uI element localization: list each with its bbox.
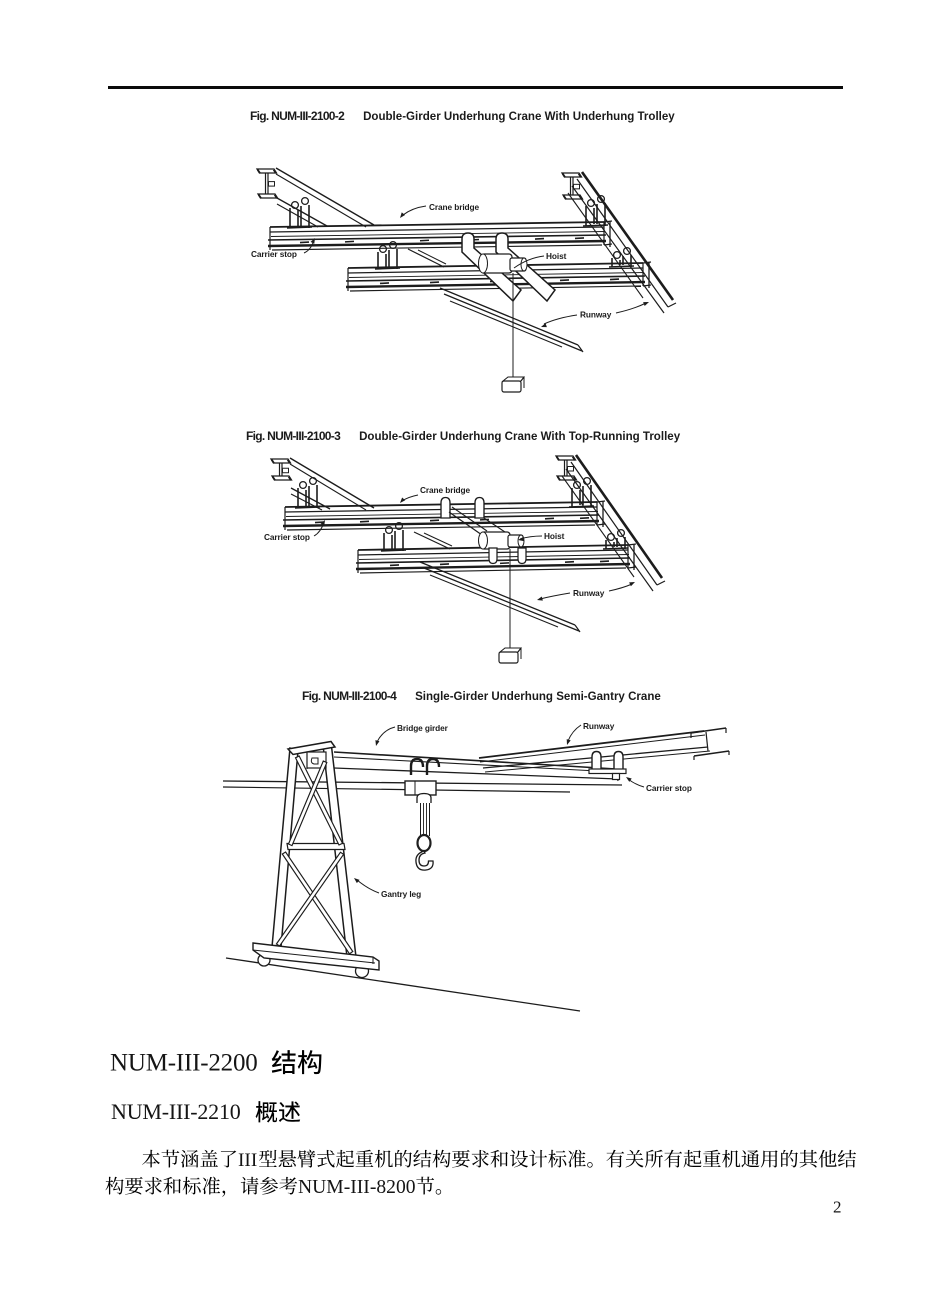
svg-text:Runway: Runway — [580, 310, 612, 320]
svg-text:Gantry leg: Gantry leg — [381, 889, 421, 899]
svg-text:Hoist: Hoist — [544, 531, 565, 541]
svg-text:Bridge girder: Bridge girder — [397, 723, 449, 733]
svg-text:2: 2 — [833, 1198, 842, 1217]
svg-text:Carrier stop: Carrier stop — [251, 249, 297, 259]
svg-text:Carrier stop: Carrier stop — [646, 783, 692, 793]
svg-text:Carrier stop: Carrier stop — [264, 532, 310, 542]
svg-text:NUM-III-2200: NUM-III-2200 — [110, 1050, 258, 1077]
svg-text:Runway: Runway — [583, 721, 615, 731]
svg-text:NUM-III-8200: NUM-III-8200 — [298, 1177, 416, 1198]
svg-text:Hoist: Hoist — [546, 251, 567, 261]
svg-text:Runway: Runway — [573, 588, 605, 598]
svg-text:III: III — [238, 1150, 257, 1171]
svg-text:Crane bridge: Crane bridge — [429, 202, 479, 212]
svg-text:Crane bridge: Crane bridge — [420, 485, 470, 495]
svg-text:NUM-III-2210: NUM-III-2210 — [111, 1099, 241, 1124]
